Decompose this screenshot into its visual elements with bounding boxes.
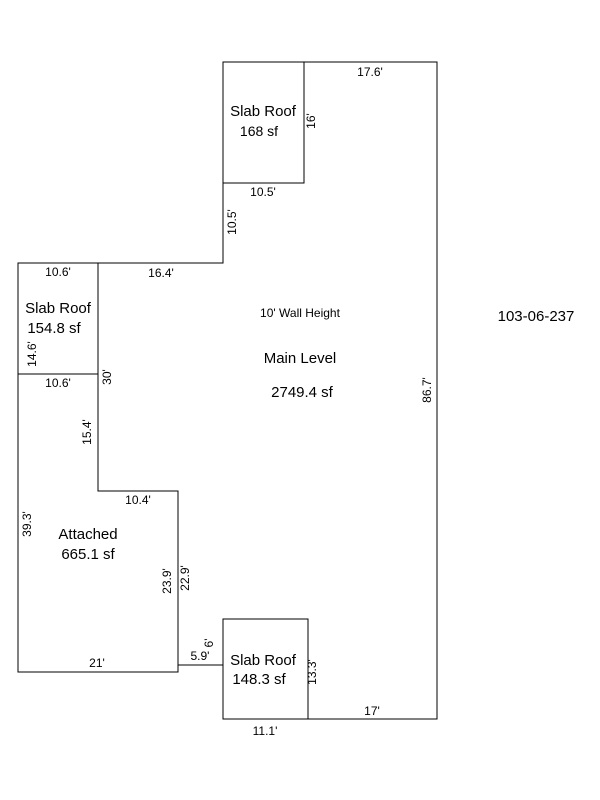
dim-left-inner: 15.4' xyxy=(80,419,94,445)
dim-attached-right: 23.9' xyxy=(160,568,174,594)
dim-top-right: 17.6' xyxy=(357,65,383,79)
dim-right-side: 86.7' xyxy=(420,377,434,403)
slab-bottom-area: 148.3 sf xyxy=(232,671,286,688)
attached-name: Attached xyxy=(58,526,117,543)
dim-slab-bottom-bottom: 11.1' xyxy=(253,724,278,738)
dim-slab-left-bottom: 10.6' xyxy=(45,376,71,390)
dim-attached-left: 39.3' xyxy=(20,511,34,537)
dim-slab-bottom-side: 13.3' xyxy=(305,659,319,685)
main-level-name: Main Level xyxy=(264,350,337,367)
slab-roof-top-outline xyxy=(223,61,305,184)
dim-slab-top-side: 16' xyxy=(304,113,318,129)
slab-left-name: Slab Roof xyxy=(25,300,92,317)
slab-top-name: Slab Roof xyxy=(230,103,297,120)
dim-attached-bottom: 21' xyxy=(89,656,105,670)
dim-slab-top-bottom: 10.5' xyxy=(250,185,276,199)
dim-slab-left-top: 10.6' xyxy=(45,265,71,279)
dim-main-left: 30' xyxy=(100,369,114,385)
dim-inner-step: 10.4' xyxy=(125,493,151,507)
main-level-outline xyxy=(97,61,438,720)
dim-slab-left-side: 14.6' xyxy=(25,341,39,367)
slab-roof-bottom-outline xyxy=(222,618,309,720)
slab-roof-left-outline xyxy=(17,262,99,375)
dim-connector-horizontal: 5.9' xyxy=(191,649,210,663)
dim-step-vertical: 10.5' xyxy=(225,209,239,235)
main-level-area: 2749.4 sf xyxy=(271,384,334,401)
dim-step-horizontal: 16.4' xyxy=(148,266,174,280)
attached-outline xyxy=(17,374,179,673)
parcel-id: 103-06-237 xyxy=(498,308,575,325)
dim-main-inner: 22.9' xyxy=(178,565,192,591)
slab-top-area: 168 sf xyxy=(240,123,278,139)
dim-connector-vertical: 6' xyxy=(202,639,216,648)
attached-area: 665.1 sf xyxy=(61,546,115,563)
slab-left-area: 154.8 sf xyxy=(27,320,81,337)
slab-bottom-name: Slab Roof xyxy=(230,652,297,669)
wall-height-note: 10' Wall Height xyxy=(260,306,341,320)
dim-bottom-right: 17' xyxy=(364,704,380,718)
